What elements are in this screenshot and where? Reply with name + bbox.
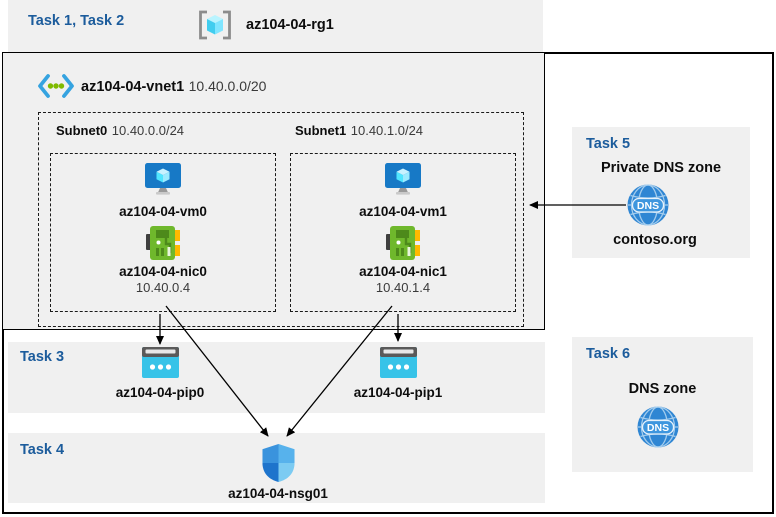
subnet1-box: az104-04-vm1 az104-04-	[290, 153, 516, 312]
subnets-region: Subnet0 10.40.0.0/24 Subnet1 10.40.1.0/2…	[38, 112, 524, 327]
subnet0-title: Subnet0 10.40.0.0/24	[56, 122, 184, 140]
pip1-label: az104-04-pip1	[353, 385, 443, 400]
vm0-icon	[144, 163, 182, 196]
resource-group-icon	[198, 10, 232, 40]
subnet0-name: Subnet0	[56, 123, 108, 138]
vnet-box: az104-04-vnet1 10.40.0.0/20 Subnet0 10.4…	[2, 52, 545, 330]
nsg-shield-icon	[261, 444, 295, 482]
nic1-ip: 10.40.1.4	[375, 280, 431, 295]
private-dns-zone-title: Private DNS zone	[600, 160, 722, 176]
subnet1-title: Subnet1 10.40.1.0/24	[295, 122, 423, 140]
resource-group-name: az104-04-rg1	[246, 17, 334, 33]
pip0-label: az104-04-pip0	[115, 385, 205, 400]
private-dns-zone-icon: DNS	[627, 184, 669, 226]
task5-panel: Task 5 Private DNS zone DNS contoso.org	[572, 127, 750, 258]
task1-task2-label: Task 1, Task 2	[28, 13, 125, 29]
dns-icon-text-task5: DNS	[637, 200, 659, 212]
nsg-label: az104-04-nsg01	[228, 486, 328, 501]
vnet-name: az104-04-vnet1	[81, 79, 185, 95]
pip1-icon	[379, 347, 417, 378]
task4-label: Task 4	[20, 442, 65, 458]
task3-label: Task 3	[20, 349, 65, 365]
subnet0-cidr: 10.40.0.0/24	[111, 123, 185, 138]
task6-label: Task 6	[586, 346, 631, 362]
nic0-icon	[146, 225, 180, 261]
nic0-ip: 10.40.0.4	[135, 280, 191, 295]
subnet1-cidr: 10.40.1.0/24	[350, 123, 424, 138]
vnet-title: az104-04-vnet1 10.40.0.0/20	[81, 78, 266, 96]
pip0-node: az104-04-pip0	[85, 347, 235, 400]
task5-label: Task 5	[586, 136, 631, 152]
vnet-cidr: 10.40.0.0/20	[188, 78, 267, 94]
task4-band: Task 4 az104-04-nsg0	[8, 433, 545, 503]
nic1-label: az104-04-nic1	[359, 264, 447, 279]
nic1-icon	[386, 225, 420, 261]
dns-zone-icon: DNS	[637, 406, 679, 448]
vnet-icon	[37, 73, 75, 99]
nic0-label: az104-04-nic0	[119, 264, 207, 279]
subnet1-name: Subnet1	[295, 123, 347, 138]
vm1-label: az104-04-vm1	[359, 204, 447, 219]
nsg-node: az104-04-nsg01	[203, 444, 353, 501]
vm1-icon	[384, 163, 422, 196]
task3-band: Task 3 az104-04-pip0	[8, 342, 545, 413]
task6-panel: Task 6 DNS zone DNS	[572, 337, 753, 472]
vm0-label: az104-04-vm0	[119, 204, 207, 219]
private-dns-zone-name: contoso.org	[613, 232, 697, 248]
dns-icon-text-task6: DNS	[647, 422, 669, 434]
dns-zone-title: DNS zone	[628, 381, 697, 397]
subnet0-box: az104-04-vm0 az104-04-	[50, 153, 276, 312]
pip1-node: az104-04-pip1	[323, 347, 473, 400]
pip0-icon	[141, 347, 179, 378]
task1-task2-band: Task 1, Task 2 az104-04-rg1	[8, 0, 543, 52]
